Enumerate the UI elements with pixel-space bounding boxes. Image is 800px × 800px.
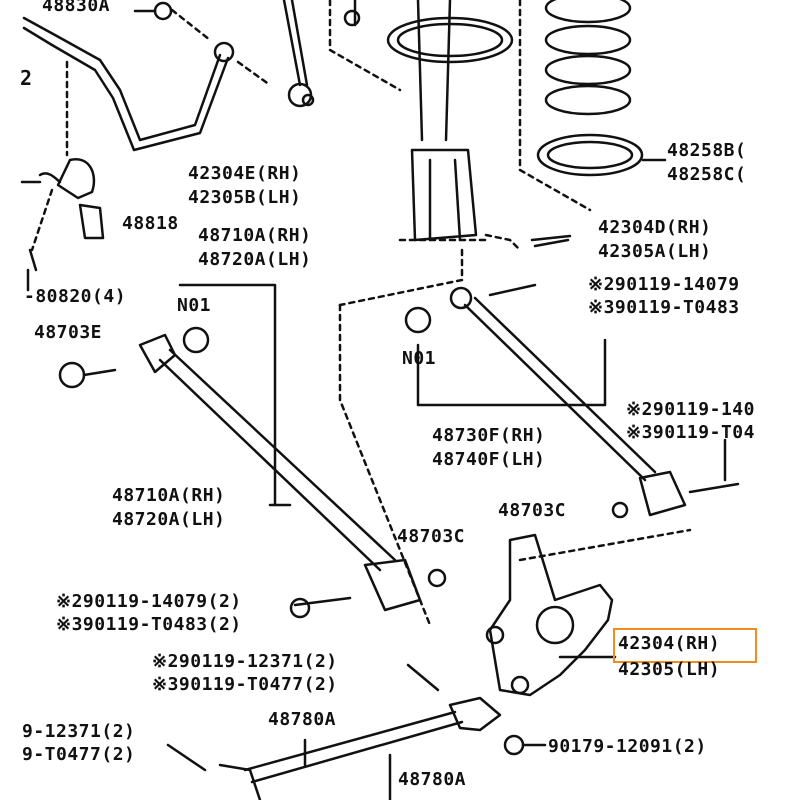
stabilizer-bar-drawing (22, 1, 272, 152)
label-48710a-rh-lower[interactable]: 48710A(RH) (112, 485, 226, 506)
label-bolt-90119-12371-2[interactable]: ※290119-12371(2) (152, 651, 338, 672)
label-bolt-90119-t04-right[interactable]: ※390119-T04 (626, 422, 755, 443)
label-48818[interactable]: 48818 (122, 213, 179, 234)
lower-arm-drawing (166, 663, 547, 800)
strut-drawing (338, 0, 572, 307)
label-42305b-lh[interactable]: 42305B(LH) (188, 187, 302, 208)
label-group-number: 2 (20, 66, 33, 90)
label-48720a-lh-lower[interactable]: 48720A(LH) (112, 509, 226, 530)
label-42305-lh[interactable]: 42305(LH) (618, 659, 721, 680)
label-n01-left[interactable]: N01 (177, 295, 212, 316)
label-48703c-left[interactable]: 48703C (397, 526, 466, 547)
label-48730f-rh[interactable]: 48730F(RH) (432, 425, 546, 446)
label-bolt-90119-t0477-2[interactable]: ※390119-T0477(2) (152, 674, 338, 695)
label-48710a-rh-top[interactable]: 48710A(RH) (198, 225, 312, 246)
label-48258c[interactable]: 48258C( (667, 164, 747, 185)
label-48720a-lh-top[interactable]: 48720A(LH) (198, 249, 312, 270)
coil-spring-drawing (518, 0, 667, 212)
label-48830a[interactable]: 48830A (42, 0, 111, 16)
lateral-arm-drawing (338, 283, 740, 627)
label-42304-rh[interactable]: 42304(RH) (618, 633, 721, 654)
label-42305a-lh[interactable]: 42305A(LH) (598, 241, 712, 262)
label-48258b[interactable]: 48258B( (667, 140, 747, 161)
label-bolt-9-t0477[interactable]: 9-T0477(2) (22, 744, 136, 765)
upper-control-arm-drawing (58, 283, 447, 619)
label-42304d-rh[interactable]: 42304D(RH) (598, 217, 712, 238)
label-48703e[interactable]: 48703E (34, 322, 103, 343)
label-48780a-bottom[interactable]: 48780A (398, 769, 467, 790)
label-48740f-lh[interactable]: 48740F(LH) (432, 449, 546, 470)
label-80820[interactable]: -80820(4) (24, 286, 127, 307)
bracket-drawing (20, 60, 105, 292)
label-48780a-top[interactable]: 48780A (268, 709, 337, 730)
knuckle-drawing (485, 533, 617, 697)
label-bolt-90119-t0483-upper[interactable]: ※390119-T0483 (588, 297, 740, 318)
label-48703c-right[interactable]: 48703C (498, 500, 567, 521)
label-bolt-90119-14079-2[interactable]: ※290119-14079(2) (56, 591, 242, 612)
label-bolt-90119-14079-upper[interactable]: ※290119-14079 (588, 274, 740, 295)
label-42304e-rh[interactable]: 42304E(RH) (188, 163, 302, 184)
highlight-box-knuckle-rh (613, 628, 757, 663)
label-bolt-90119-t0483-2[interactable]: ※390119-T0483(2) (56, 614, 242, 635)
label-bolt-9-12371[interactable]: 9-12371(2) (22, 721, 136, 742)
stabilizer-link-drawing (282, 0, 402, 108)
label-bolt-90119-140-right[interactable]: ※290119-140 (626, 399, 755, 420)
label-n01-right[interactable]: N01 (402, 348, 437, 369)
label-nut-90179-12091[interactable]: 90179-12091(2) (548, 736, 707, 757)
